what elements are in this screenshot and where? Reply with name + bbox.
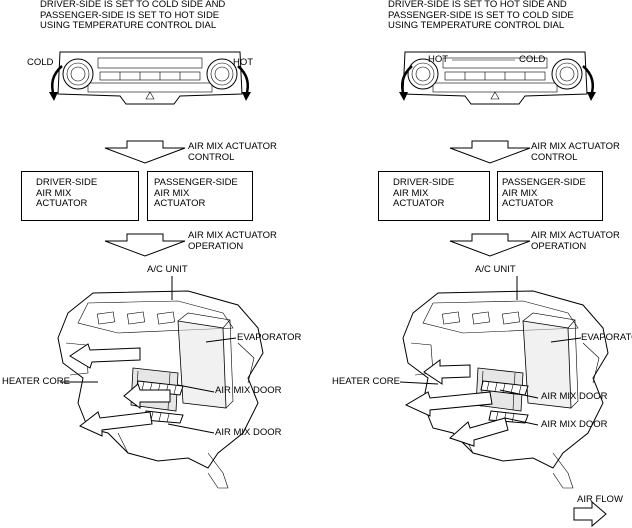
right-passenger-actuator-box: PASSENGER-SIDE AIR MIX ACTUATOR: [497, 171, 603, 221]
left-control-panel: [49, 51, 251, 105]
left-passenger-actuator-label: PASSENGER-SIDE AIR MIX ACTUATOR: [154, 177, 238, 209]
left-flow-arrow-2: [104, 233, 186, 257]
air-flow-legend-label: AIR FLOW: [577, 494, 623, 505]
right-driver-actuator-box: DRIVER-SIDE AIR MIX ACTUATOR: [378, 171, 490, 221]
right-ac-unit: [399, 276, 609, 489]
left-air-mix-door-bottom-label: AIR MIX DOOR: [215, 427, 282, 438]
left-driver-actuator-label: DRIVER-SIDE AIR MIX ACTUATOR: [36, 177, 98, 209]
right-heater-core-label: HEATER CORE: [332, 376, 400, 387]
right-air-mix-door-bottom-label: AIR MIX DOOR: [541, 419, 608, 430]
left-ac-unit-label: A/C UNIT: [147, 264, 188, 275]
left-dial-left-label: COLD: [27, 57, 54, 68]
left-heater-core-label: HEATER CORE: [2, 376, 70, 387]
left-step-control: AIR MIX ACTUATOR CONTROL: [188, 141, 277, 163]
left-air-mix-door-top-label: AIR MIX DOOR: [215, 385, 282, 396]
right-driver-actuator-label: DRIVER-SIDE AIR MIX ACTUATOR: [393, 177, 455, 209]
left-passenger-actuator-box: PASSENGER-SIDE AIR MIX ACTUATOR: [147, 171, 253, 221]
air-flow-legend-arrow: [573, 500, 607, 528]
left-caption: DRIVER-SIDE IS SET TO COLD SIDE AND PASS…: [40, 0, 226, 31]
left-flow-arrow-1: [104, 140, 186, 164]
right-ac-unit-label: A/C UNIT: [475, 264, 516, 275]
right-flow-arrow-1: [449, 140, 531, 164]
left-step-operation: AIR MIX ACTUATOR OPERATION: [188, 230, 277, 252]
left-dial-right-label: HOT: [233, 57, 254, 68]
right-passenger-actuator-label: PASSENGER-SIDE AIR MIX ACTUATOR: [502, 177, 586, 209]
left-ac-unit: [57, 276, 264, 489]
right-air-mix-door-top-label: AIR MIX DOOR: [541, 391, 608, 402]
right-evaporator-label: EVAPORATOR: [581, 332, 632, 343]
right-step-operation: AIR MIX ACTUATOR OPERATION: [531, 230, 620, 252]
left-driver-actuator-box: DRIVER-SIDE AIR MIX ACTUATOR: [21, 171, 139, 221]
right-step-control: AIR MIX ACTUATOR CONTROL: [531, 141, 620, 163]
right-dial-right-label: COLD: [519, 54, 546, 65]
right-caption: DRIVER-SIDE IS SET TO HOT SIDE AND PASSE…: [388, 0, 574, 31]
left-evaporator-label: EVAPORATOR: [237, 332, 302, 343]
right-dial-left-label: HOT: [428, 54, 449, 65]
right-flow-arrow-2: [449, 233, 531, 257]
right-control-panel: [399, 51, 596, 105]
